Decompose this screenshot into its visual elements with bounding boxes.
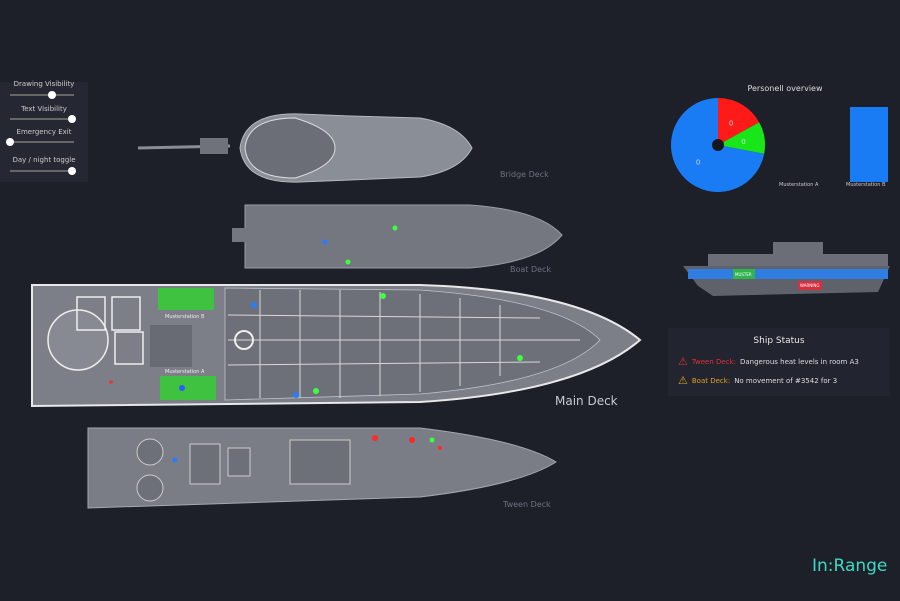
pie-center bbox=[712, 139, 724, 151]
text-visibility-slider[interactable] bbox=[10, 115, 76, 123]
tween-deck-label: Tween Deck bbox=[503, 500, 551, 509]
bridge-deck-label: Bridge Deck bbox=[500, 170, 549, 179]
emergency-exit-label: Emergency Exit bbox=[16, 128, 72, 136]
ship-status-title: Ship Status bbox=[753, 336, 805, 346]
main-deck[interactable] bbox=[31, 284, 642, 408]
ship-status-panel: Ship Status ⚠ Tween Deck: Dangerous heat… bbox=[668, 328, 890, 396]
bar-musterstation-b bbox=[850, 107, 888, 182]
alert-deck: Boat Deck: bbox=[691, 376, 731, 385]
muster-tag-text: MUSTER bbox=[735, 272, 752, 277]
day-night-label: Day / night toggle bbox=[12, 156, 76, 164]
alert-message: Dangerous heat levels in room A3 bbox=[739, 357, 859, 366]
warning-icon: ⚠ bbox=[678, 374, 688, 387]
tween-deck[interactable] bbox=[87, 427, 557, 509]
pie-slice bbox=[718, 98, 760, 145]
muster-tag bbox=[733, 269, 755, 279]
brand-logo: In:Range bbox=[812, 556, 888, 576]
boat-deck[interactable] bbox=[232, 204, 563, 269]
musterstation-b-zone[interactable] bbox=[158, 288, 214, 310]
alert-deck: Tween Deck: bbox=[691, 357, 736, 366]
slider-knob[interactable] bbox=[68, 167, 76, 175]
boat-deck-label: Boat Deck bbox=[510, 265, 552, 274]
ship-side-view: MUSTER WARNING bbox=[683, 242, 890, 296]
pie-slice-label: 0 bbox=[696, 158, 700, 166]
drawing-visibility-slider[interactable] bbox=[10, 91, 74, 99]
bar-label-a: Musterstation A bbox=[779, 182, 819, 188]
personnel-pie-chart: 0 0 0 bbox=[671, 98, 765, 192]
slider-knob[interactable] bbox=[68, 115, 76, 123]
controls-panel: Drawing Visibility Text Visibility Emerg… bbox=[0, 80, 88, 182]
alert-row[interactable]: ⚠ Tween Deck: Dangerous heat levels in r… bbox=[678, 355, 859, 368]
warning-tag-text: WARNING bbox=[800, 283, 820, 288]
slider-knob[interactable] bbox=[48, 91, 56, 99]
personnel-title: Personell overview bbox=[747, 84, 823, 93]
deck-plans: Musterstation B Musterstation A bbox=[31, 113, 642, 509]
drawing-visibility-label: Drawing Visibility bbox=[13, 80, 75, 88]
slider-knob[interactable] bbox=[6, 138, 14, 146]
alert-message: No movement of #3542 for 3 bbox=[734, 376, 838, 385]
person-marker[interactable] bbox=[322, 239, 328, 245]
bar-label-b: Musterstation B bbox=[846, 182, 886, 188]
pie-slice bbox=[718, 122, 765, 154]
warning-tag bbox=[798, 281, 822, 290]
bridge-deck[interactable] bbox=[137, 113, 473, 183]
alert-row[interactable]: ⚠ Boat Deck: No movement of #3542 for 3 bbox=[678, 374, 837, 387]
musterstation-b-label: Musterstation B bbox=[165, 314, 205, 320]
warning-icon: ⚠ bbox=[678, 355, 688, 368]
emergency-exit-slider[interactable] bbox=[6, 138, 74, 146]
pie-slice-label: 0 bbox=[741, 138, 745, 146]
text-visibility-label: Text Visibility bbox=[21, 105, 67, 113]
pie-slice-label: 0 bbox=[729, 120, 733, 128]
main-deck-label: Main Deck bbox=[555, 394, 618, 408]
day-night-slider[interactable] bbox=[10, 167, 76, 175]
musterstation-a-label: Musterstation A bbox=[165, 369, 205, 375]
musterstation-a-zone[interactable] bbox=[160, 376, 216, 400]
